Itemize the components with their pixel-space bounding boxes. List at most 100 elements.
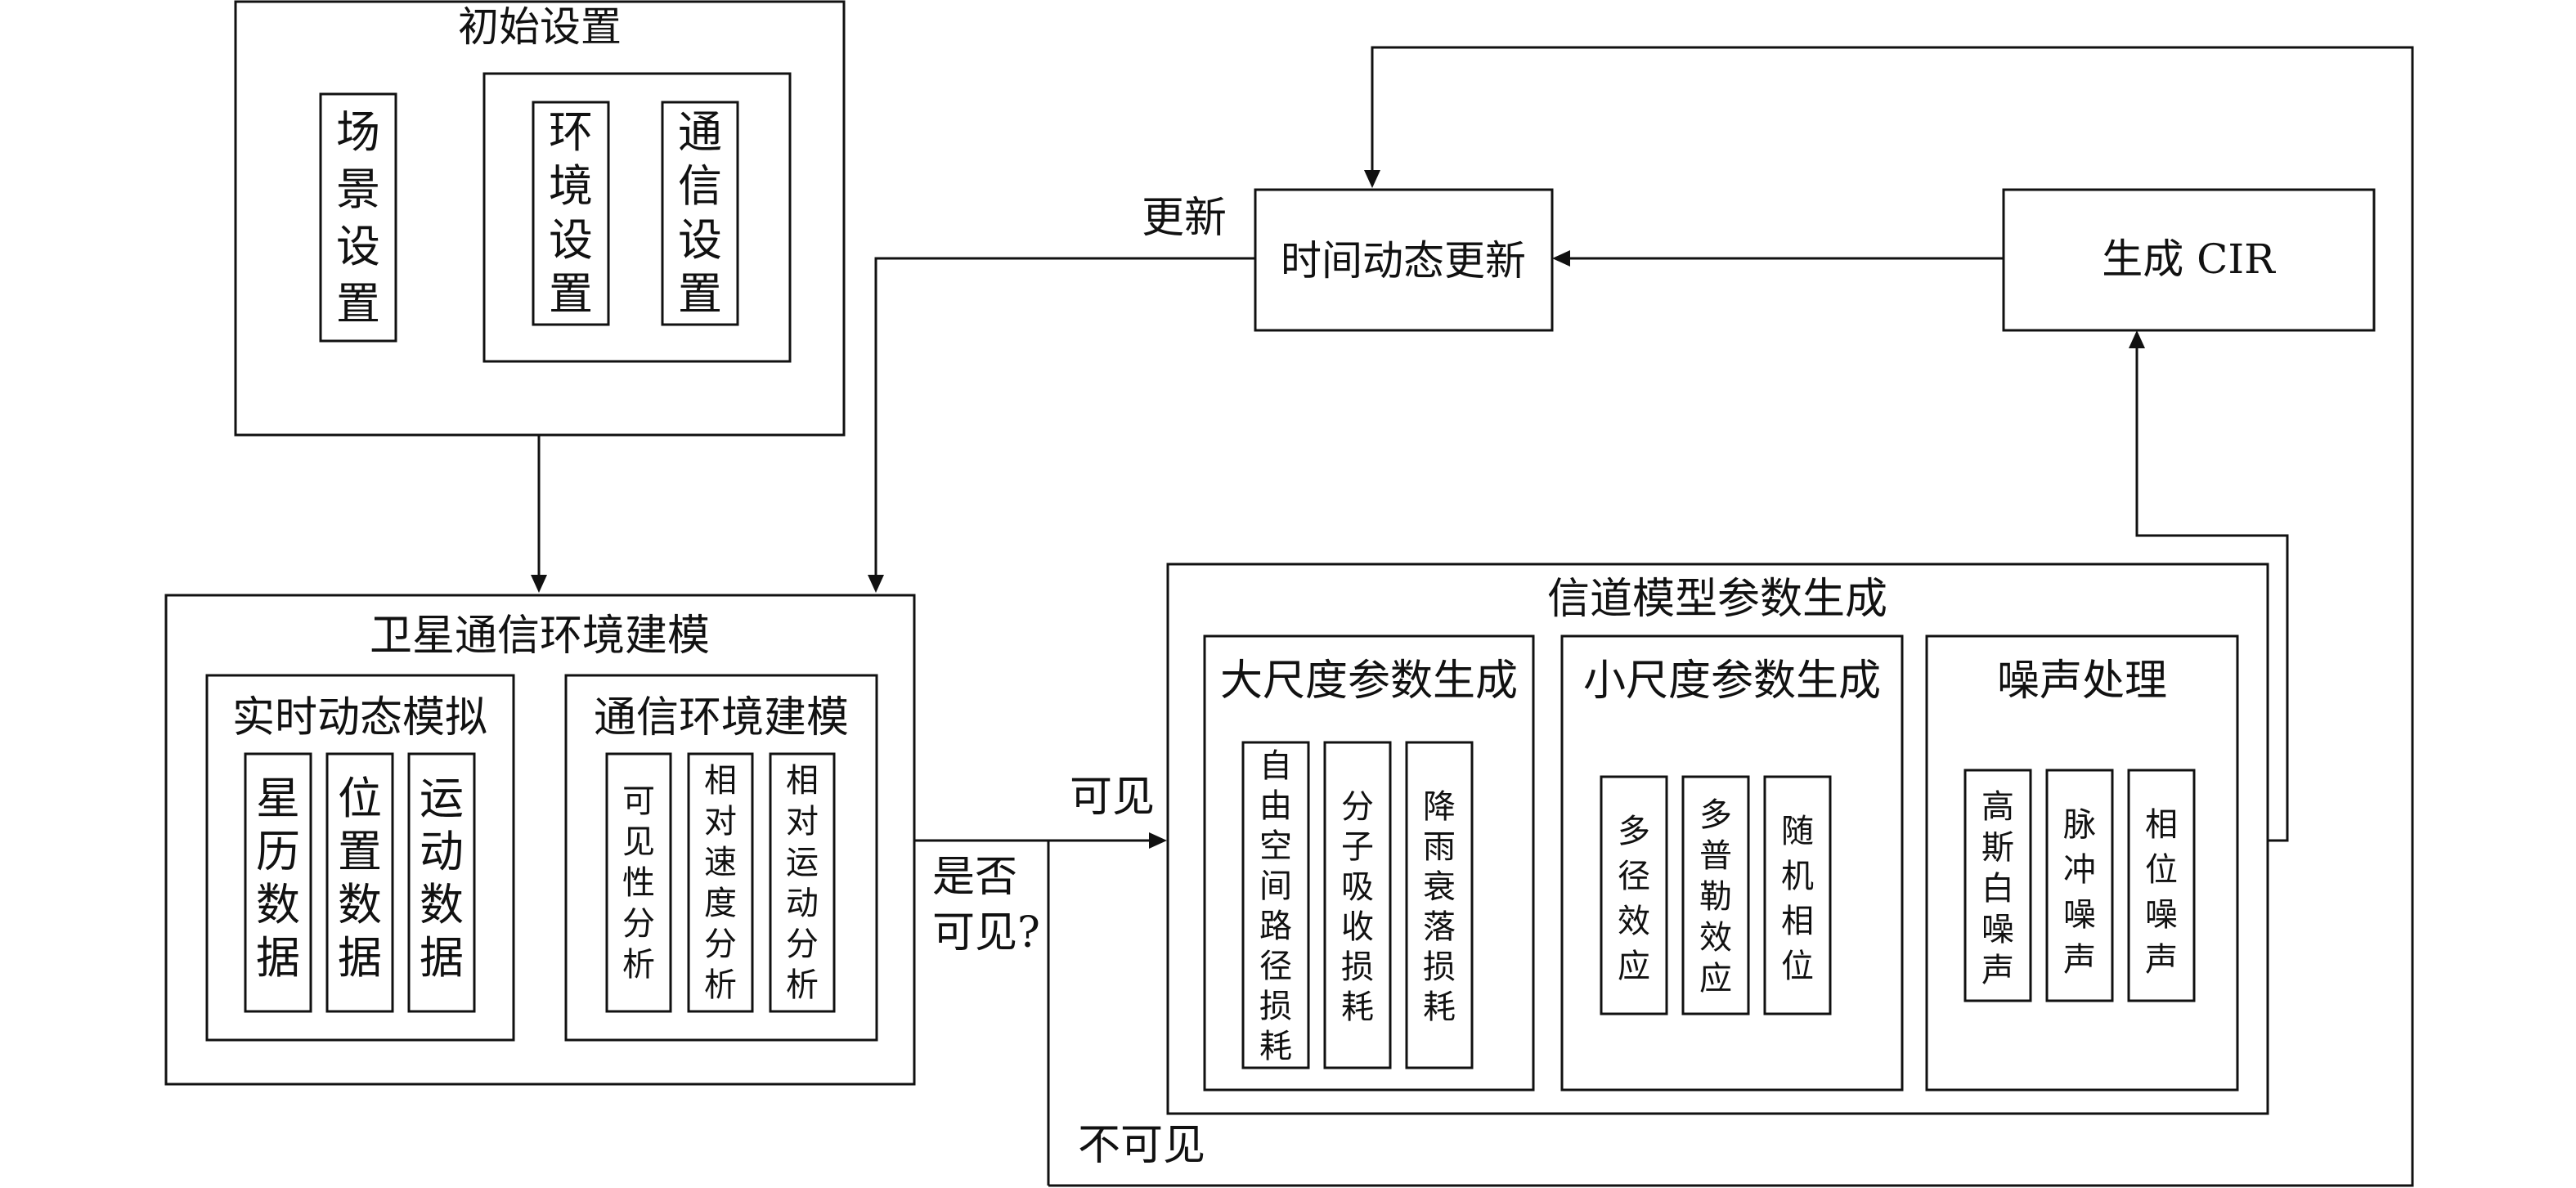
molecular-absorption-loss-label: 分子吸收损耗 xyxy=(1341,788,1374,1026)
arrow-channel-to-cir xyxy=(2135,347,2289,842)
scene-settings-label: 场景设置 xyxy=(336,106,380,330)
label-char: 应 xyxy=(1618,948,1650,985)
small-item-2-box xyxy=(1763,775,1832,1015)
label-char: 设 xyxy=(678,214,722,266)
comm-settings-box xyxy=(661,101,739,326)
label-char: 分 xyxy=(622,905,655,943)
label-char: 运 xyxy=(786,844,819,881)
comm-env-item-1-box xyxy=(687,752,754,1013)
motion-data-label: 运动数据 xyxy=(420,773,464,984)
label-char: 相 xyxy=(2145,806,2178,844)
label-char: 声 xyxy=(2145,941,2178,979)
large-item-0-box xyxy=(1241,741,1310,1069)
label-char: 噪 xyxy=(1981,911,2014,948)
arrowhead-loop-to-update xyxy=(1364,170,1380,188)
impulse-noise-label: 脉冲噪声 xyxy=(2063,806,2096,979)
sat-model-title: 卫星通信环境建模 xyxy=(370,612,710,661)
gaussian-white-noise-label: 高斯白噪声 xyxy=(1981,788,2014,989)
label-char: 衰 xyxy=(1423,868,1456,906)
label-char: 耗 xyxy=(1423,989,1456,1026)
realtime-item-1-box xyxy=(325,752,394,1013)
relative-speed-analysis-label: 相对速度分析 xyxy=(704,762,737,1004)
label-char: 动 xyxy=(786,885,819,922)
label-char: 相 xyxy=(1781,903,1814,940)
env-comm-settings-box xyxy=(482,72,792,363)
connectors xyxy=(396,46,2414,1187)
label-char: 多 xyxy=(1618,813,1650,850)
label-char: 信 xyxy=(678,160,722,212)
random-phase-label: 随机相位 xyxy=(1781,813,1814,985)
label-char: 据 xyxy=(256,932,300,984)
label-char: 径 xyxy=(1259,948,1292,985)
arrowhead-cir-to-update xyxy=(1552,250,1570,267)
label-char: 位 xyxy=(1781,948,1814,985)
comm-settings-label: 通信设置 xyxy=(678,106,722,320)
label-char: 场 xyxy=(336,106,380,158)
relative-motion-analysis-label: 相对运动分析 xyxy=(786,762,819,1004)
label-char: 置 xyxy=(336,278,380,330)
label-char: 空 xyxy=(1259,827,1292,865)
label-char: 置 xyxy=(678,268,722,320)
label-char: 耗 xyxy=(1259,1028,1292,1065)
large-scale-title: 大尺度参数生成 xyxy=(1220,657,1518,706)
realtime-item-2-box xyxy=(407,752,476,1013)
label-char: 应 xyxy=(1699,960,1732,997)
label-char: 落 xyxy=(1423,908,1456,946)
invisible-label: 不可见 xyxy=(1078,1121,1205,1170)
label-char: 可 xyxy=(622,782,655,820)
env-settings-box xyxy=(532,101,610,326)
label-char: 相 xyxy=(786,762,819,800)
time-update-box xyxy=(1254,188,1554,332)
init-settings-title: 初始设置 xyxy=(458,3,622,51)
label-char: 效 xyxy=(1699,919,1732,957)
label-char: 子 xyxy=(1341,828,1374,866)
label-char: 数 xyxy=(338,879,382,930)
label-char: 析 xyxy=(704,966,737,1004)
label-char: 位 xyxy=(2145,851,2178,889)
env-settings-label: 环境设置 xyxy=(549,106,593,320)
label-char: 效 xyxy=(1618,903,1650,940)
label-char: 自 xyxy=(1259,747,1292,785)
label-char: 星 xyxy=(256,773,300,824)
comm-env-title: 通信环境建模 xyxy=(594,693,849,742)
label-char: 析 xyxy=(786,966,819,1004)
label-char: 置 xyxy=(549,268,593,320)
arrowhead-update-to-model xyxy=(868,575,884,593)
realtime-title: 实时动态模拟 xyxy=(232,693,487,742)
scene-settings-box xyxy=(319,92,397,343)
label-char: 分 xyxy=(786,926,819,963)
label-char: 动 xyxy=(420,826,464,877)
label-char: 置 xyxy=(338,826,382,877)
label-char: 多 xyxy=(1699,796,1732,834)
label-char: 间 xyxy=(1259,867,1292,905)
label-char: 耗 xyxy=(1341,989,1374,1026)
small-item-1-box xyxy=(1681,775,1750,1015)
arrow-update-to-model xyxy=(874,257,1255,576)
decision-line2: 可见? xyxy=(932,908,1040,957)
label-char: 境 xyxy=(549,160,593,212)
position-data-label: 位置数据 xyxy=(338,773,382,984)
label-char: 噪 xyxy=(2145,896,2178,934)
visibility-analysis-label: 可见性分析 xyxy=(622,782,655,984)
realtime-item-0-box xyxy=(244,752,312,1013)
label-char: 环 xyxy=(549,106,593,158)
label-char: 析 xyxy=(622,946,655,984)
arrowhead-channel-to-cir xyxy=(2129,330,2145,348)
label-char: 设 xyxy=(549,214,593,266)
small-scale-title: 小尺度参数生成 xyxy=(1583,657,1881,706)
label-char: 降 xyxy=(1423,788,1456,826)
label-char: 损 xyxy=(1341,948,1374,986)
label-char: 径 xyxy=(1618,858,1650,895)
label-char: 噪 xyxy=(2063,896,2096,934)
label-char: 损 xyxy=(1423,948,1456,986)
doppler-effect-label: 多普勒效应 xyxy=(1699,796,1732,997)
label-char: 机 xyxy=(1781,858,1814,895)
label-char: 景 xyxy=(336,164,380,215)
label-char: 位 xyxy=(338,773,382,824)
label-char: 冲 xyxy=(2063,851,2096,889)
cir-label: 生成 CIR xyxy=(2102,235,2276,283)
label-char: 运 xyxy=(420,773,464,824)
noise-item-0-box xyxy=(1963,769,2032,1002)
free-space-path-loss-label: 自由空间路径损耗 xyxy=(1259,747,1292,1065)
